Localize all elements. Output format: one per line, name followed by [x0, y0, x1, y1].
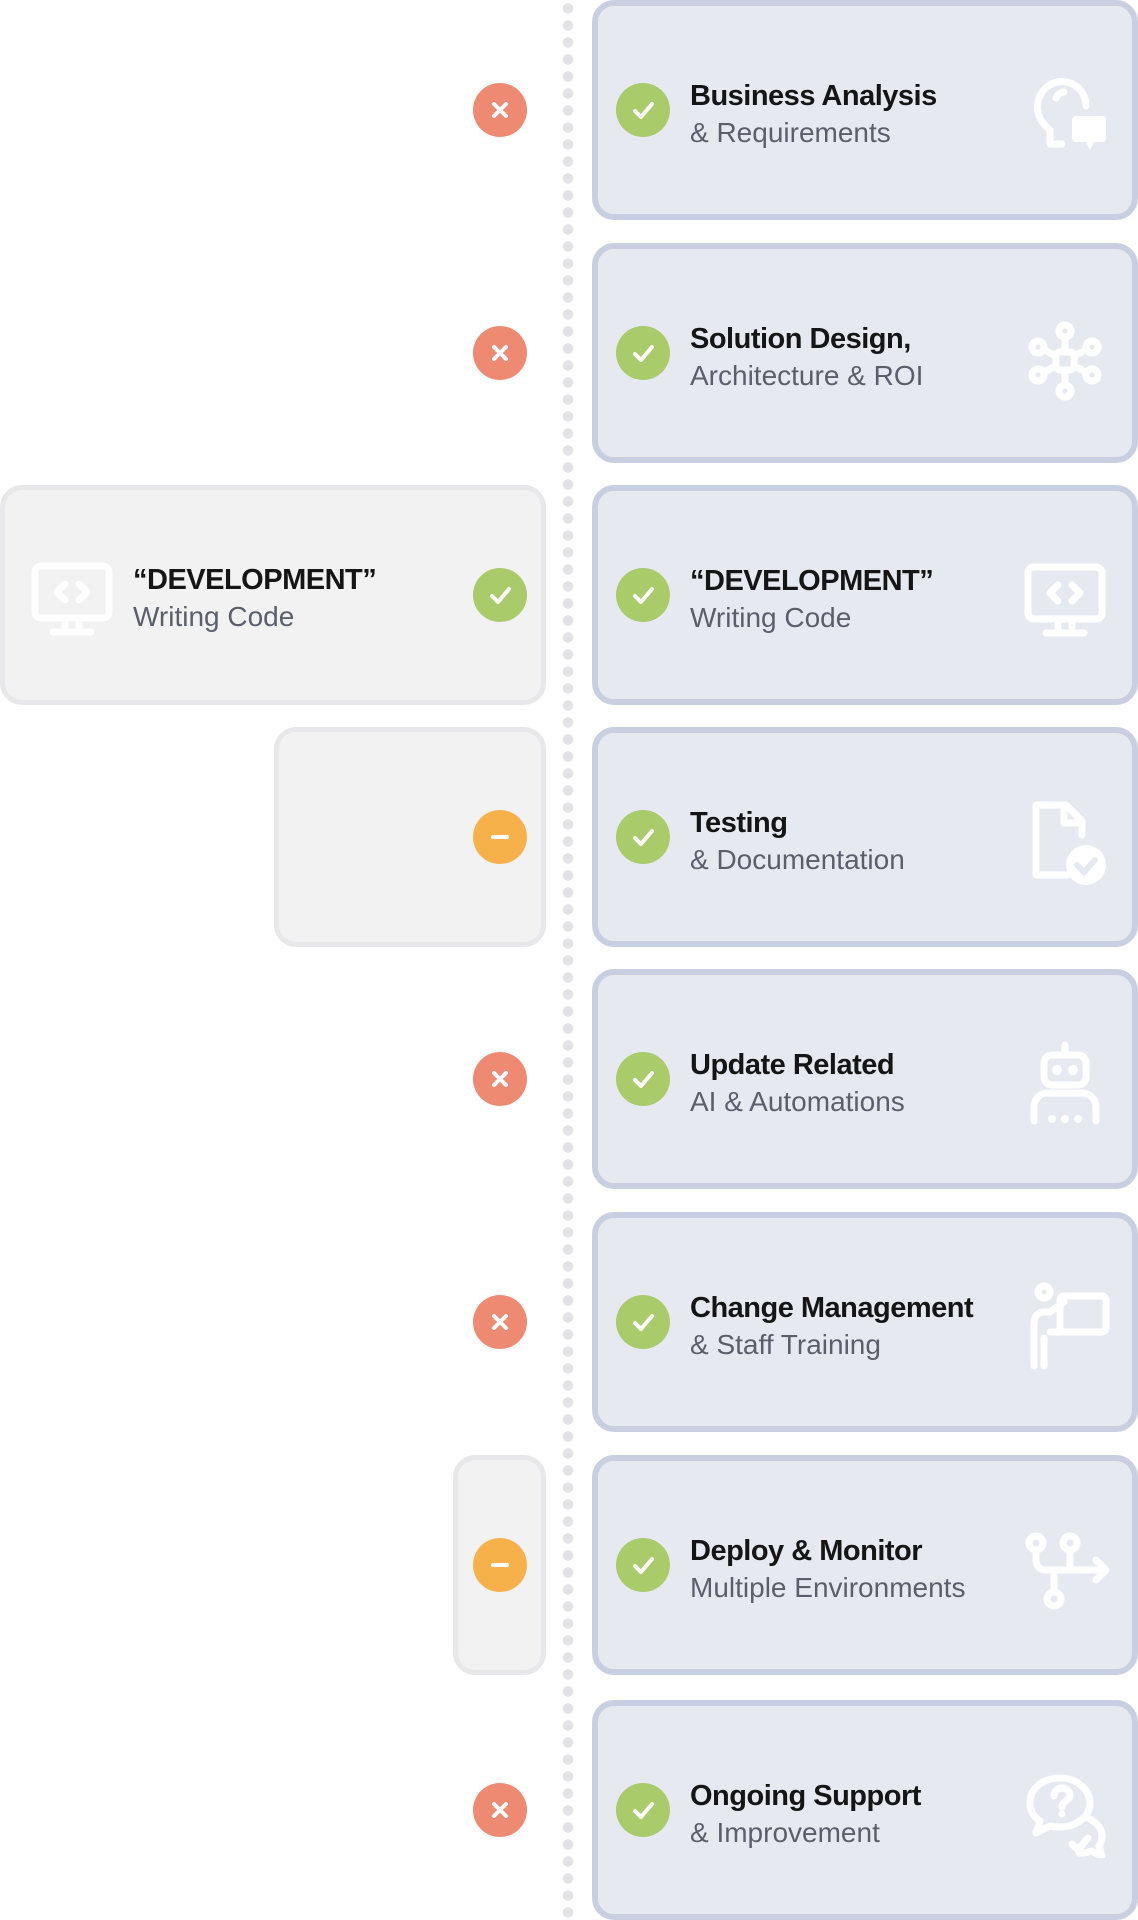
left-status-no-icon: [473, 83, 527, 137]
monitor-code-icon: [27, 552, 117, 642]
step-card: Business Analysis & Requirements: [592, 0, 1138, 220]
step-subtitle: & Requirements: [690, 117, 891, 148]
step-subtitle: AI & Automations: [690, 1086, 905, 1117]
monitor-code-icon: [1020, 553, 1110, 643]
check-icon: [616, 83, 670, 137]
left-card-subtitle: Writing Code: [133, 601, 295, 632]
left-status-partial-icon: [473, 1538, 527, 1592]
step-card: Change Management & Staff Training: [592, 1212, 1138, 1432]
check-icon: [616, 810, 670, 864]
step-card: Update Related AI & Automations: [592, 969, 1138, 1189]
step-subtitle: & Improvement: [690, 1817, 880, 1848]
document-check-icon: [1020, 795, 1110, 885]
check-icon: [616, 1783, 670, 1837]
support-chat-icon: [1020, 1768, 1110, 1860]
check-icon: [616, 326, 670, 380]
left-status-no-icon: [473, 326, 527, 380]
left-status-no-icon: [473, 1783, 527, 1837]
robot-icon: [1020, 1037, 1110, 1127]
step-subtitle: & Documentation: [690, 844, 905, 875]
check-icon: [616, 1295, 670, 1349]
step-subtitle: & Staff Training: [690, 1329, 881, 1360]
left-status-partial-icon: [473, 810, 527, 864]
check-icon: [616, 1538, 670, 1592]
step-subtitle: Multiple Environments: [690, 1572, 966, 1603]
deploy-flow-icon: [1020, 1523, 1110, 1613]
timeline-dotted-line: [562, 0, 574, 1920]
presenter-icon: [1020, 1280, 1110, 1370]
left-status-no-icon: [473, 1052, 527, 1106]
step-title: Change Management: [690, 1292, 974, 1324]
step-title: “DEVELOPMENT”: [690, 565, 934, 597]
left-card-development: “DEVELOPMENT” Writing Code: [0, 485, 546, 705]
step-card: Solution Design, Architecture & ROI: [592, 243, 1138, 463]
step-card: Ongoing Support & Improvement: [592, 1700, 1138, 1920]
step-title: Update Related: [690, 1049, 895, 1081]
lightbulb-chat-icon: [1020, 68, 1110, 158]
check-icon: [616, 1052, 670, 1106]
step-card: Testing & Documentation: [592, 727, 1138, 947]
step-title: Deploy & Monitor: [690, 1535, 923, 1567]
left-status-no-icon: [473, 1295, 527, 1349]
step-title: Solution Design,: [690, 323, 911, 355]
left-status-done-icon: [473, 568, 527, 622]
network-icon: [1020, 311, 1110, 401]
left-card-title: “DEVELOPMENT”: [133, 564, 377, 596]
step-title: Ongoing Support: [690, 1780, 921, 1812]
step-subtitle: Architecture & ROI: [690, 360, 924, 391]
step-title: Testing: [690, 807, 788, 839]
step-title: Business Analysis: [690, 80, 937, 112]
step-subtitle: Writing Code: [690, 602, 852, 633]
step-card: “DEVELOPMENT” Writing Code: [592, 485, 1138, 705]
check-icon: [616, 568, 670, 622]
